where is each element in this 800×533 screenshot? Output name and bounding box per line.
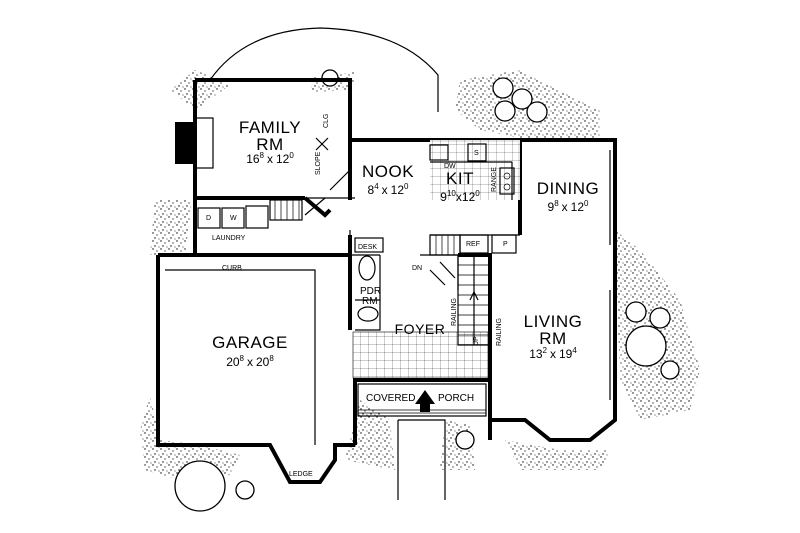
powder-fixtures [354,237,384,322]
room-name: DINING [537,179,600,198]
room-name: GARAGE [212,333,288,352]
label-slope: SLOPE [315,151,322,175]
label-sink: S [474,150,479,157]
room-name: NOOK [362,162,414,181]
room-pdr-line2: RM [362,296,378,307]
kitchen-fixtures [429,143,517,254]
room-name: KIT [446,169,474,188]
label-up: UP [473,336,480,346]
label-dishwasher: DW [444,163,456,170]
slope-marker [315,137,329,151]
label-laundry: LAUNDRY [212,235,246,242]
label-washer: W [230,215,237,222]
laundry-fixtures [197,199,303,229]
room-dimensions: 910x120 [440,189,480,204]
room-name: FAMILY [239,118,301,137]
label-pantry: P [503,241,508,248]
label-down: DN [412,265,422,272]
label-porch: PORCH [438,393,474,404]
room-pdr-line1: PDR [360,286,381,297]
entry-arrow-icon [415,390,435,412]
label-clg: CLG [323,114,330,128]
room-foyer: FOYER [395,321,446,337]
exterior-walls [156,78,617,484]
label-ledge: LEDGE [289,471,313,478]
label-curb: CURB [222,265,242,272]
porch [357,383,487,500]
label-covered: COVERED [366,393,415,404]
room-name-line2: RM [256,135,283,154]
staircase [429,234,491,346]
label-railing-right: RAILING [496,318,503,346]
room-name-line2: RM [539,329,566,348]
label-desk: DESK [358,244,377,251]
room-kitchen: KIT 910x120 [440,169,480,204]
label-ref: REF [466,241,480,248]
label-railing-left: RAILING [451,298,458,326]
label-range: RANGE [491,167,498,192]
label-dryer: D [206,215,211,222]
room-name: LIVING [524,312,583,331]
